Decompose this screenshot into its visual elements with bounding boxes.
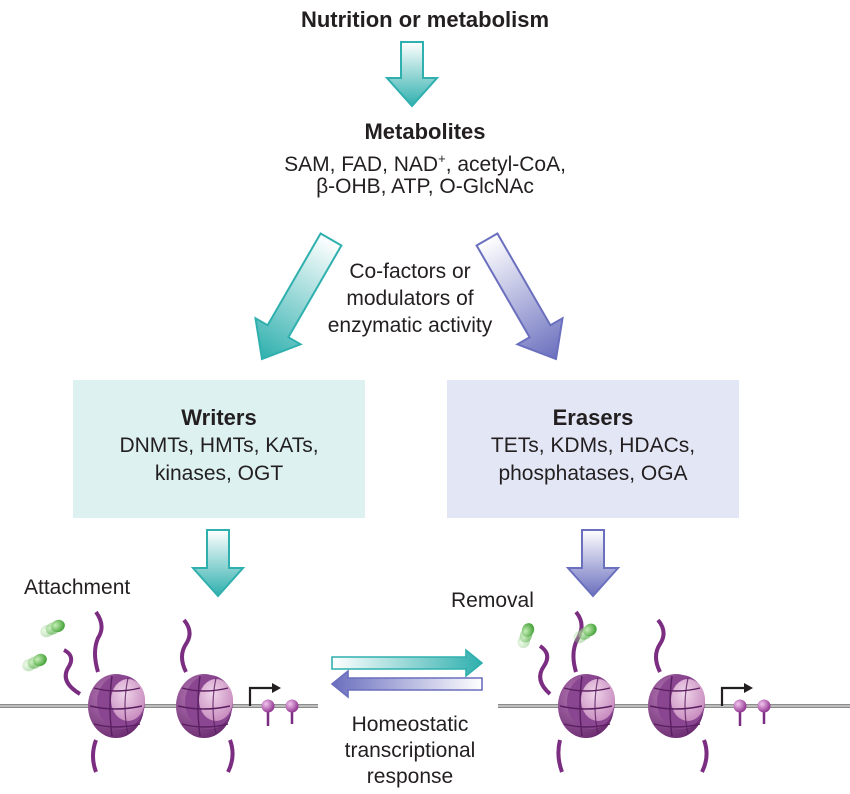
metabolites-line1-b: , acetyl-CoA,	[445, 153, 566, 176]
cofactors-line3: enzymatic activity	[327, 314, 493, 337]
arrow-writers-down	[190, 529, 246, 598]
nucleosome-left-2	[175, 673, 234, 739]
erasers-title: Erasers	[552, 405, 634, 430]
homeostatic-line1: Homeostatic	[351, 713, 469, 736]
cofactors-line2: modulators of	[346, 287, 474, 310]
arrow-top-teal	[384, 41, 440, 108]
metabolites-line2: β-OHB, ATP, O-GlcNAc	[316, 175, 534, 198]
green-mark-3	[517, 623, 535, 649]
removal-label: Removal	[451, 589, 534, 612]
arrow-diagonal-left-teal	[254, 232, 343, 361]
nucleosome-right-1	[557, 673, 616, 739]
nucleosome-left-1	[87, 673, 146, 739]
writers-line2: kinases, OGT	[154, 462, 284, 485]
arrow-right-teal	[331, 648, 484, 678]
writers-box	[73, 380, 365, 518]
metabolites-line1-a: SAM, FAD, NAD	[284, 153, 439, 176]
attachment-label: Attachment	[24, 576, 131, 599]
homeostatic-line3: response	[366, 765, 454, 788]
metabolites-line1-sup: +	[438, 151, 446, 166]
chromatin-right	[517, 610, 771, 773]
green-mark-4	[573, 623, 597, 644]
arrow-diagonal-right-purple	[475, 232, 564, 361]
arrow-erasers-down	[565, 529, 621, 598]
arrow-left-purple	[330, 669, 483, 699]
writers-title: Writers	[181, 405, 257, 430]
metabolites-title: Metabolites	[364, 119, 486, 144]
nucleosome-right-2	[647, 673, 706, 739]
green-mark-1	[40, 619, 65, 638]
cofactors-line1: Co-factors or	[349, 260, 471, 283]
erasers-box	[447, 380, 739, 518]
top-title: Nutrition or metabolism	[300, 7, 550, 32]
metabolites-line1: SAM, FAD, NAD+, acetyl-CoA,	[0, 146, 850, 178]
erasers-line1: TETs, KDMs, HDACs,	[490, 434, 696, 457]
chromatin-left	[22, 610, 299, 773]
erasers-line2: phosphatases, OGA	[498, 462, 688, 485]
green-mark-2	[22, 653, 47, 672]
homeostatic-line2: transcriptional	[344, 739, 476, 762]
writers-line1: DNMTs, HMTs, KATs,	[119, 434, 319, 457]
